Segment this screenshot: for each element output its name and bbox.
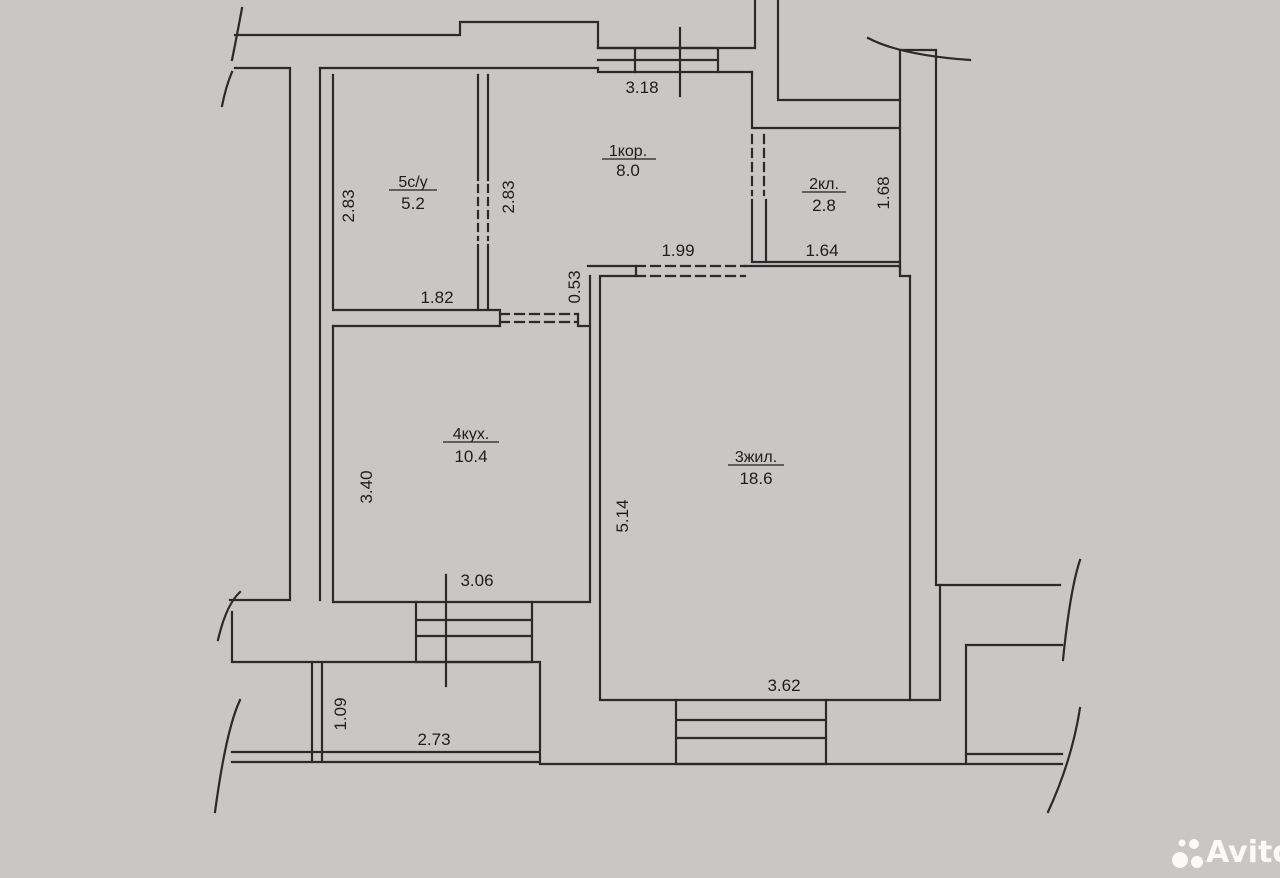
- bathroom-door-2: [498, 312, 580, 324]
- avito-logo-icon: [1172, 839, 1203, 868]
- room-name-bathroom: 5с/у: [398, 174, 427, 191]
- balcony-walls: [230, 610, 542, 764]
- dim-pantry-bottom: 1.64: [805, 241, 838, 260]
- dim-corridor-bottom: 1.99: [661, 241, 694, 260]
- dim-doorway: 0.53: [565, 270, 584, 303]
- room-name-living: 3жил.: [735, 449, 777, 466]
- dim-living-bottom: 3.62: [767, 676, 800, 695]
- pantry-door: [750, 133, 766, 197]
- top-wall: [228, 0, 757, 602]
- kitchen-window: [414, 573, 534, 688]
- bathroom-door: [476, 183, 490, 242]
- kitchen-walls: [331, 324, 592, 604]
- bottom-right-wall: [538, 583, 1064, 766]
- break-lines: [213, 6, 1082, 814]
- room-area-corridor: 8.0: [616, 161, 640, 180]
- watermark-text: Avito: [1206, 835, 1280, 870]
- room-labels: 1кор. 8.0 2кл. 2.8 3жил. 18.6 4кух. 10.4…: [389, 143, 846, 488]
- dim-living-left: 5.14: [613, 499, 632, 532]
- room-name-pantry: 2кл.: [809, 176, 839, 193]
- window-top: [596, 26, 720, 98]
- dimension-labels: 3.18 2.83 2.83 1.82 0.53 1.99 1.64 1.68 …: [331, 78, 893, 749]
- avito-watermark: Avito: [1172, 835, 1280, 870]
- pantry-walls: [750, 70, 902, 264]
- dim-bathroom-left: 2.83: [339, 189, 358, 222]
- dim-balcony-left: 1.09: [331, 697, 350, 730]
- living-door: [634, 264, 747, 278]
- dim-kitchen-left: 3.40: [357, 470, 376, 503]
- room-area-pantry: 2.8: [812, 196, 836, 215]
- bathroom-walls: [331, 73, 502, 328]
- room-name-corridor: 1кор.: [609, 143, 647, 160]
- top-wall-inner: [318, 66, 754, 74]
- dim-kitchen-bottom: 3.06: [460, 571, 493, 590]
- corridor-living-wall: [743, 264, 912, 278]
- dim-bathroom-bottom: 1.82: [420, 288, 453, 307]
- living-window: [674, 698, 828, 766]
- room-area-bathroom: 5.2: [401, 194, 425, 213]
- room-name-kitchen: 4кух.: [453, 426, 490, 443]
- walls: [213, 0, 1082, 814]
- dim-bathroom-right: 2.83: [499, 180, 518, 213]
- dim-pantry-right: 1.68: [874, 176, 893, 209]
- dim-corridor-top: 3.18: [625, 78, 658, 97]
- dim-balcony-bottom: 2.73: [417, 730, 450, 749]
- room-area-kitchen: 10.4: [454, 447, 487, 466]
- right-upper-block: [776, 0, 1062, 587]
- room-area-living: 18.6: [739, 469, 772, 488]
